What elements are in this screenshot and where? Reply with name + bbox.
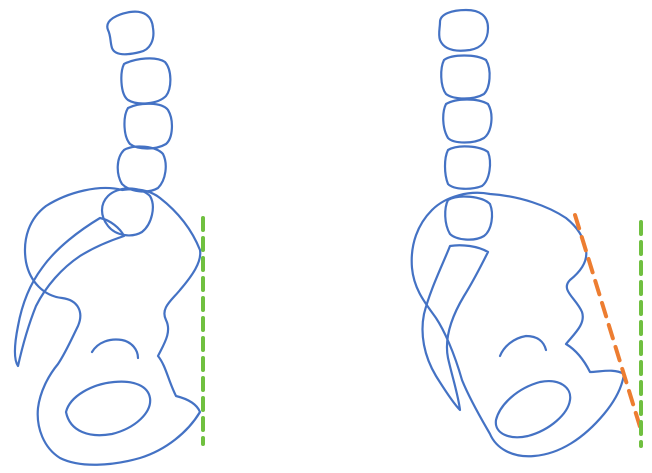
left-vertebra-5 [102,189,153,236]
left-obturator-foramen [66,382,150,436]
right-obturator-foramen [496,381,570,437]
left-pelvis-panel [15,12,203,465]
right-vertebra-5 [445,197,492,240]
right-vertebra-3 [443,100,491,143]
left-vertebra-2 [121,58,170,103]
left-vertebra-4 [118,147,166,192]
left-acetabulum-arc [92,340,138,359]
right-vertebra-1 [439,10,488,51]
right-pelvis-panel [412,10,641,456]
right-pelvic-tilt-line [575,215,641,430]
right-sacrum [423,245,489,410]
right-vertebra-4 [445,146,490,188]
right-vertebra-2 [441,56,489,99]
right-iliac-crest [412,193,624,456]
left-vertebra-3 [124,104,171,149]
left-vertebra-1 [107,12,153,55]
right-acetabulum-arc [500,336,546,356]
